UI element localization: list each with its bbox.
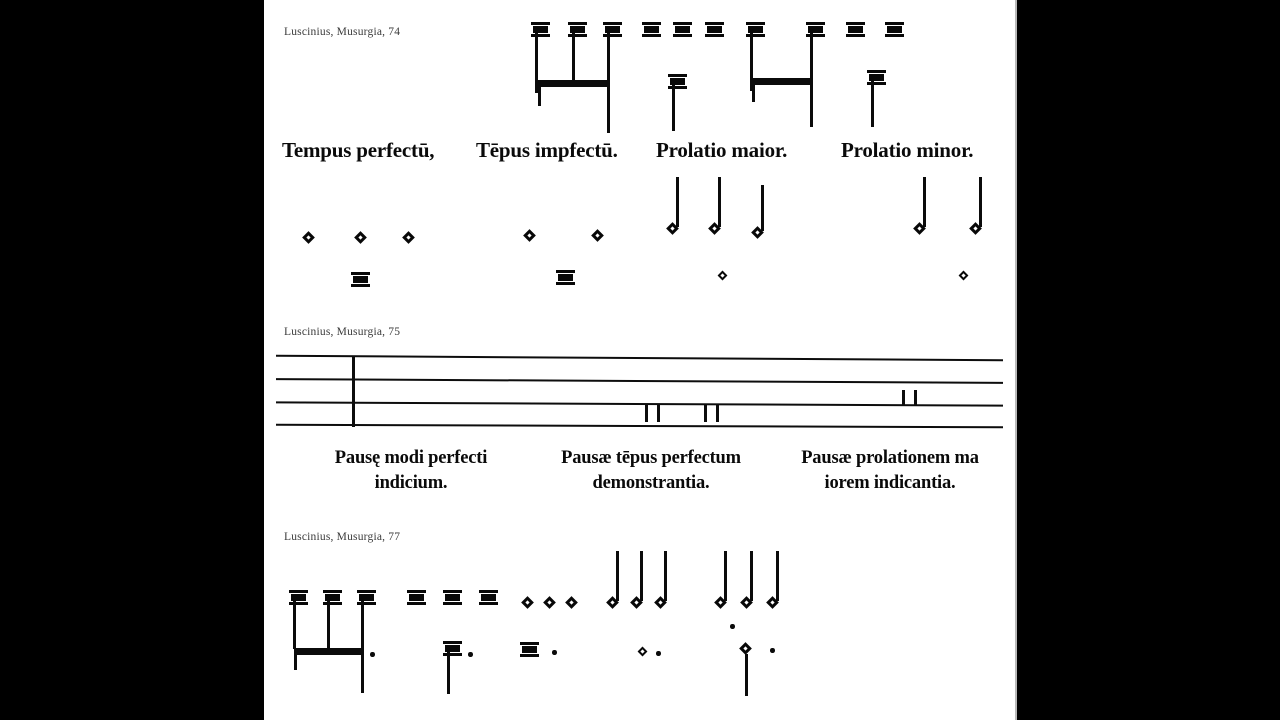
label-tempus-imperfectum: Tēpus impfectū. [476, 138, 618, 162]
source-caption-75: Luscinius, Musurgia, 75 [284, 326, 401, 338]
caption-pause-tempus-line1: Pausæ tēpus perfectum [561, 448, 741, 468]
rest-stroke [657, 404, 660, 422]
scanned-page: Luscinius, Musurgia, 74 [264, 0, 1017, 720]
modus-rest-long [352, 357, 355, 427]
rest-stroke [914, 390, 917, 405]
caption-pause-prolatio-line2: iorem indicantia. [824, 473, 956, 493]
label-prolatio-maior: Prolatio maior. [656, 138, 788, 162]
source-caption-74: Luscinius, Musurgia, 74 [284, 26, 401, 38]
caption-pause-prolatio-line1: Pausæ prolationem ma [801, 448, 979, 468]
rest-stroke [704, 404, 707, 422]
rest-stroke [902, 390, 905, 405]
caption-pause-tempus-line2: demonstrantia. [592, 473, 710, 493]
caption-pause-modi-line2: indicium. [374, 473, 448, 493]
label-prolatio-minor: Prolatio minor. [841, 138, 974, 162]
source-caption-77: Luscinius, Musurgia, 77 [284, 531, 401, 543]
caption-pause-modi-line1: Pausę modi perfecti [334, 448, 488, 468]
label-tempus-perfectum: Tempus perfectū, [282, 138, 435, 162]
rest-stroke [645, 404, 648, 422]
rest-stroke [716, 404, 719, 422]
